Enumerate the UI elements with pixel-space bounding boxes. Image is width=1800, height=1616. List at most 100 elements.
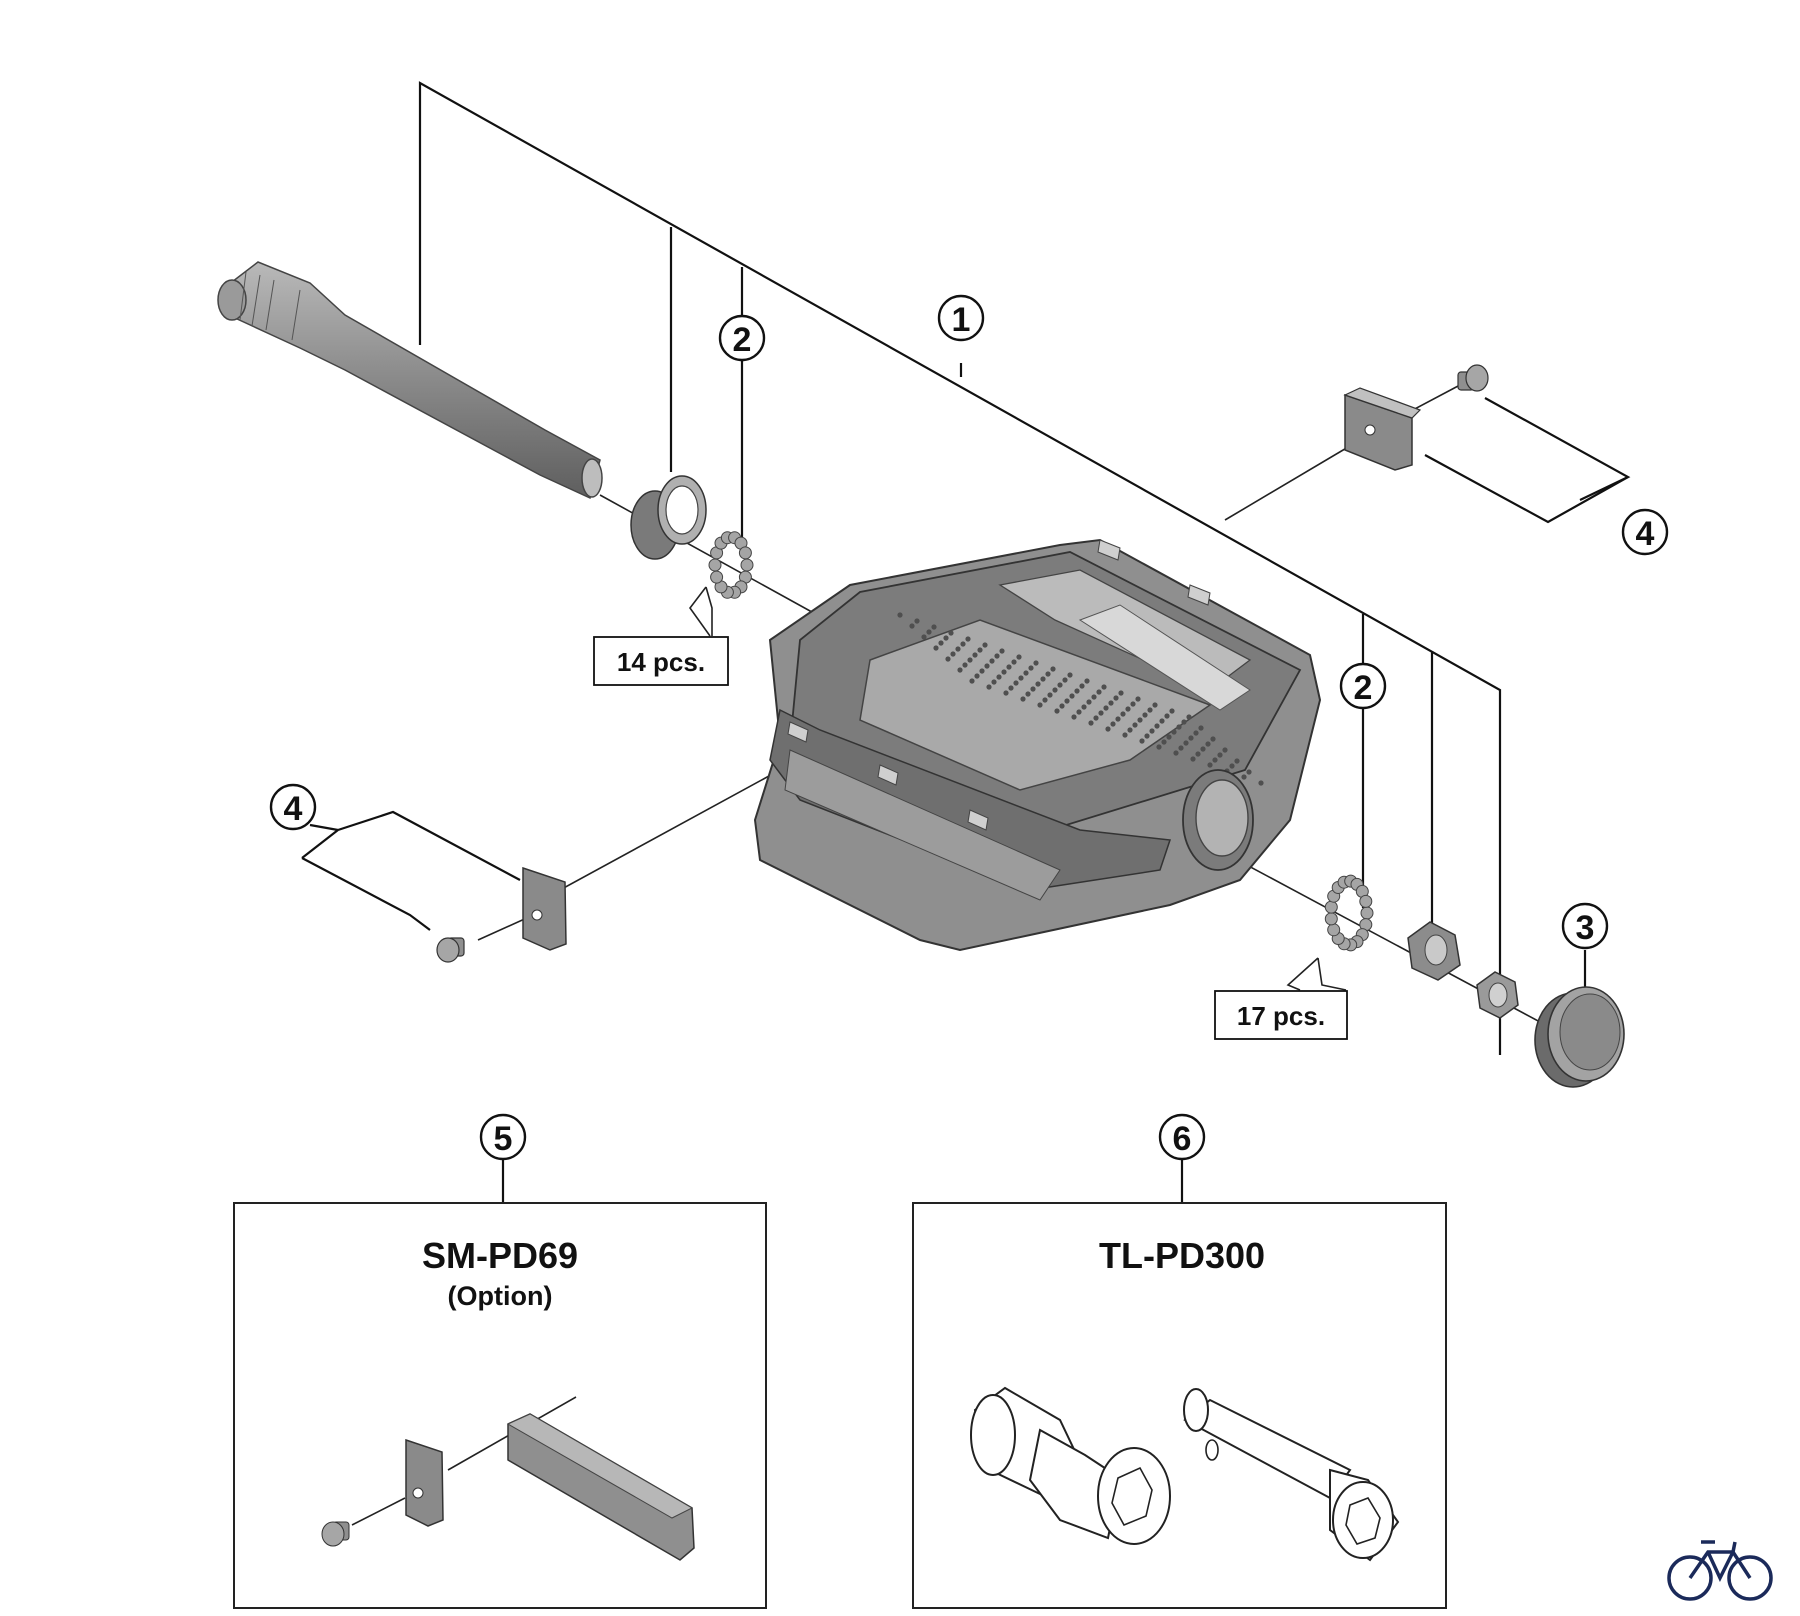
- grip-dot: [1042, 697, 1048, 703]
- grip-dot: [1166, 734, 1172, 740]
- grip-dot: [1190, 756, 1196, 762]
- grip-dot: [921, 634, 927, 640]
- grip-dot: [962, 662, 968, 668]
- grip-dot: [967, 657, 973, 663]
- grip-dot: [1064, 698, 1070, 704]
- grip-dot: [1132, 722, 1138, 728]
- svg-text:2: 2: [733, 321, 752, 359]
- svg-text:3: 3: [1576, 909, 1595, 947]
- grip-dot: [1093, 715, 1099, 721]
- grip-dot: [1103, 705, 1109, 711]
- grip-dot: [933, 645, 939, 651]
- grip-dot: [1059, 703, 1065, 709]
- grip-dot: [1013, 680, 1019, 686]
- bearing-balls-lower: [1324, 874, 1374, 952]
- grip-dot: [1035, 681, 1041, 687]
- grip-dot: [1008, 685, 1014, 691]
- grip-dot: [926, 629, 932, 635]
- grip-dot: [1110, 721, 1116, 727]
- lock-nut: [1476, 971, 1519, 1019]
- grip-dot: [1234, 758, 1240, 764]
- grip-dot: [1084, 678, 1090, 684]
- grip-dot: [1207, 762, 1213, 768]
- grip-dot: [1040, 676, 1046, 682]
- bearing-ball: [710, 570, 724, 584]
- grip-dot: [931, 624, 937, 630]
- grip-dot: [1178, 745, 1184, 751]
- grip-dot: [1113, 695, 1119, 701]
- svg-text:4: 4: [1636, 515, 1655, 553]
- grip-dot: [1205, 741, 1211, 747]
- svg-text:17 pcs.: 17 pcs.: [1237, 1001, 1325, 1031]
- grip-dot: [1052, 687, 1058, 693]
- bearing-ball: [1327, 923, 1341, 937]
- grip-dot: [1122, 732, 1128, 738]
- grip-dot: [1120, 711, 1126, 717]
- grip-dot: [1258, 780, 1264, 786]
- grip-dot: [1067, 672, 1073, 678]
- grip-dot: [1091, 694, 1097, 700]
- grip-dot: [1030, 686, 1036, 692]
- grip-dot: [1057, 682, 1063, 688]
- svg-text:6: 6: [1173, 1120, 1192, 1158]
- grip-dot: [965, 636, 971, 642]
- svg-text:4: 4: [284, 790, 303, 828]
- grip-dot: [943, 635, 949, 641]
- grip-dot: [1147, 707, 1153, 713]
- grip-dot: [969, 678, 975, 684]
- svg-text:14 pcs.: 14 pcs.: [617, 647, 705, 677]
- grip-dot: [948, 630, 954, 636]
- grip-dot: [1144, 733, 1150, 739]
- grip-dot: [1001, 669, 1007, 675]
- svg-text:5: 5: [494, 1120, 513, 1158]
- grip-dot: [977, 647, 983, 653]
- grip-dot: [1028, 665, 1034, 671]
- grip-dot: [1086, 699, 1092, 705]
- grip-dot: [1181, 719, 1187, 725]
- grip-dot: [1125, 706, 1131, 712]
- bearing-ball: [738, 546, 752, 560]
- grip-dot: [960, 641, 966, 647]
- cone-nut: [1407, 921, 1461, 981]
- grip-dot: [1142, 712, 1148, 718]
- grip-dot: [1130, 701, 1136, 707]
- callout-2-lower: 2: [1339, 662, 1387, 710]
- grip-dot: [1149, 728, 1155, 734]
- grip-dot: [982, 642, 988, 648]
- grip-dot: [1033, 660, 1039, 666]
- grip-dot: [1115, 716, 1121, 722]
- grip-dot: [1098, 710, 1104, 716]
- pin-plate-left: [522, 866, 567, 951]
- grip-dot: [1023, 670, 1029, 676]
- grip-dot: [1020, 696, 1026, 702]
- grip-dot: [1195, 751, 1201, 757]
- grip-dot: [1074, 688, 1080, 694]
- dust-cap: [1534, 986, 1625, 1088]
- grip-dot: [1171, 729, 1177, 735]
- grip-dot: [1047, 692, 1053, 698]
- grip-dot: [1079, 683, 1085, 689]
- grip-dot: [950, 651, 956, 657]
- grip-dot: [1135, 696, 1141, 702]
- grip-dot: [1222, 747, 1228, 753]
- grip-dot: [1186, 714, 1192, 720]
- bearing-ball: [1360, 906, 1374, 920]
- pedal-axle: [217, 261, 603, 500]
- grip-dot: [1200, 746, 1206, 752]
- grip-dot: [1159, 718, 1165, 724]
- grip-dot: [1101, 684, 1107, 690]
- callout-4-left: 4: [269, 783, 317, 831]
- bicycle-icon: [1667, 1540, 1773, 1601]
- grip-dot: [1003, 690, 1009, 696]
- dust-seal: [630, 475, 707, 560]
- callout-1: 1: [937, 294, 985, 342]
- grip-dot: [914, 618, 920, 624]
- grip-dot: [1169, 708, 1175, 714]
- grip-dot: [1188, 735, 1194, 741]
- bearing-ball: [1324, 900, 1338, 914]
- grip-dot: [1139, 738, 1145, 744]
- grip-dot: [1069, 693, 1075, 699]
- grip-dot: [979, 668, 985, 674]
- box-tl-pd300: TL-PD300: [912, 1202, 1447, 1609]
- grip-dot: [1011, 659, 1017, 665]
